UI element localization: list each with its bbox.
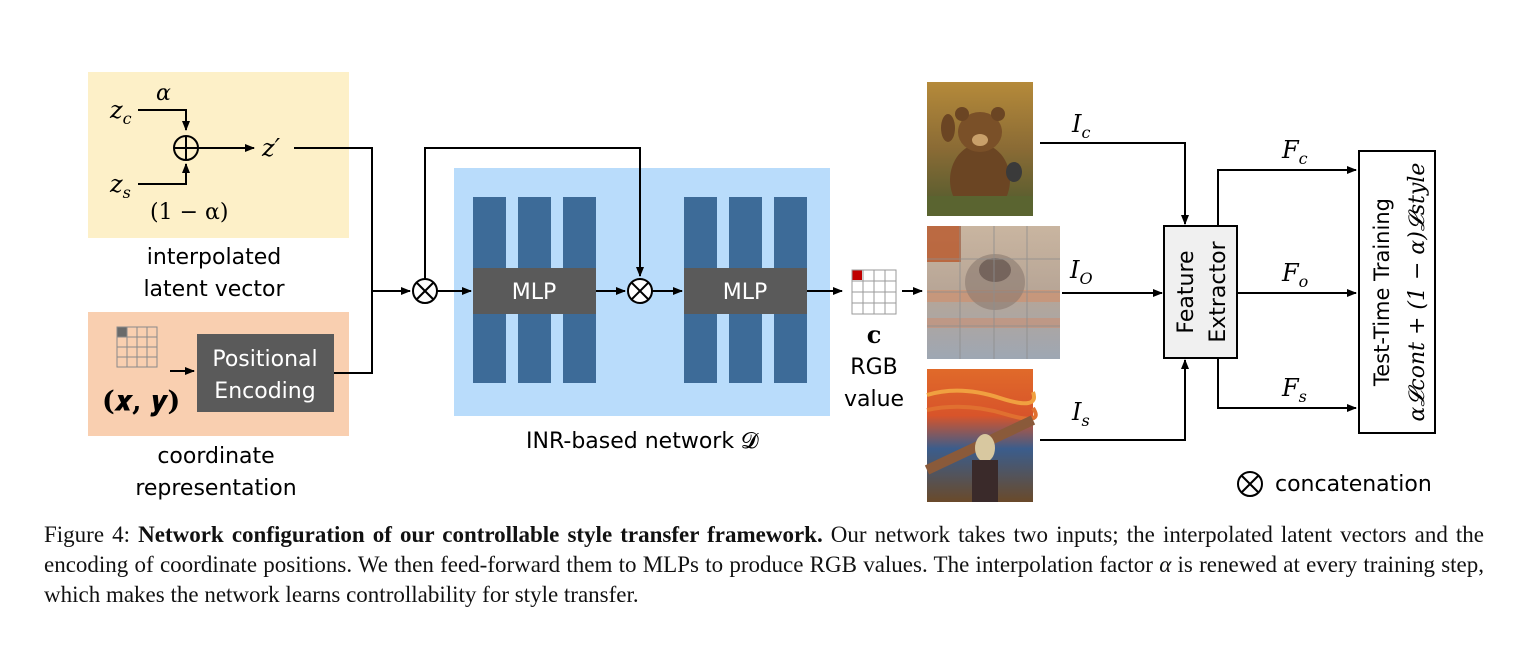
- caption-body-2: is renewed at every training step, which…: [44, 552, 1485, 607]
- positional-encoding-line1: Positional: [212, 347, 317, 372]
- z-prime-label: z′: [261, 134, 281, 162]
- concatenation-icon: [412, 278, 438, 304]
- mlp-box-1: [473, 268, 596, 314]
- alpha-label: α: [156, 81, 171, 106]
- addition-icon: [173, 135, 199, 161]
- f-s-label: Fs: [1281, 374, 1307, 406]
- rgb-label-line2: value: [844, 387, 904, 412]
- network-caption: INR-based network 𝓓: [526, 429, 759, 454]
- z-s-label: zs: [109, 170, 131, 202]
- output-image: [927, 226, 1060, 359]
- mlp-label-1: MLP: [512, 280, 557, 305]
- concatenation-legend-icon: [1237, 471, 1263, 497]
- f-o-label: Fo: [1281, 259, 1308, 291]
- latent-caption-line1: interpolated: [147, 245, 281, 270]
- test-time-training-box: [1358, 150, 1436, 434]
- figure-number: Figure 4:: [44, 522, 131, 547]
- feature-extractor-line1: Feature: [1174, 250, 1199, 333]
- latent-vector-panel: [88, 72, 349, 238]
- ttt-line1: Test-Time Training: [1370, 198, 1394, 387]
- content-image: [927, 82, 1033, 216]
- f-c-label: Fc: [1281, 136, 1308, 168]
- xy-label: (𝒙, 𝒚): [102, 386, 180, 417]
- feature-extractor-line2: Extractor: [1206, 240, 1231, 342]
- z-c-label: zc: [109, 96, 132, 128]
- latent-caption-line2: latent vector: [143, 277, 285, 302]
- one-minus-alpha-label: (1 − α): [150, 200, 228, 225]
- rgb-label-line1: RGB: [850, 355, 897, 380]
- figure-caption: Figure 4: Network configuration of our c…: [44, 520, 1484, 610]
- i-s-label: Is: [1071, 398, 1090, 430]
- coord-caption-line1: coordinate: [157, 444, 274, 469]
- network-diagram: zc α zs (1 − α) z′ interpolated latent v…: [88, 72, 1436, 502]
- i-o-label: IO: [1069, 256, 1093, 288]
- rgb-pixel-grid-icon: [851, 269, 897, 315]
- caption-alpha: α: [1159, 552, 1172, 577]
- positional-encoding-box: [197, 334, 334, 412]
- figure-title: Network configuration of our controllabl…: [138, 522, 823, 547]
- mlp-label-2: MLP: [723, 280, 768, 305]
- coord-caption-line2: representation: [135, 476, 296, 501]
- concatenation-icon: [627, 278, 653, 304]
- ttt-line2: α𝓛cont + (1 − α)𝓛style: [1405, 163, 1430, 422]
- mlp-box-2: [684, 268, 807, 314]
- i-c-label: Ic: [1071, 110, 1090, 142]
- style-image: [924, 369, 1038, 502]
- caption-body-1: Our network takes two inputs; the interp…: [44, 522, 1485, 577]
- pixel-grid-icon: [116, 326, 158, 368]
- c-vector-label: c: [867, 320, 882, 349]
- positional-encoding-line2: Encoding: [214, 379, 315, 404]
- concatenation-legend-label: concatenation: [1275, 472, 1432, 497]
